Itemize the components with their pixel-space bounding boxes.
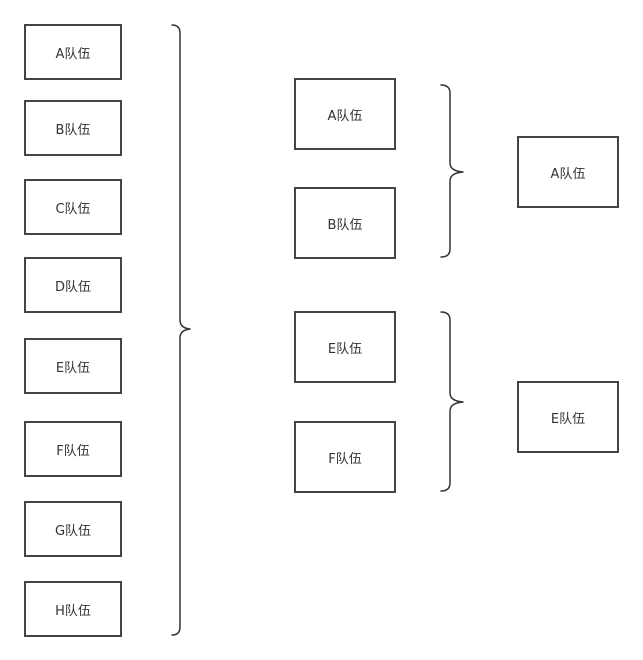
team-label: A队伍 xyxy=(550,166,586,182)
round1-team-box-6: F队伍 xyxy=(24,421,122,477)
team-label: E队伍 xyxy=(327,341,363,357)
round2-lower-brace xyxy=(440,311,464,492)
round2-team-box-4: F队伍 xyxy=(294,421,396,493)
team-label: F队伍 xyxy=(56,443,90,459)
team-label: H队伍 xyxy=(55,603,91,619)
team-label: G队伍 xyxy=(54,523,92,539)
team-label: B队伍 xyxy=(327,217,363,233)
team-label: E队伍 xyxy=(550,411,586,427)
team-label: A队伍 xyxy=(327,108,363,124)
team-label: A队伍 xyxy=(55,46,91,62)
team-label: C队伍 xyxy=(55,201,91,217)
round2-team-box-1: A队伍 xyxy=(294,78,396,150)
round3-team-box-1: A队伍 xyxy=(517,136,619,208)
team-label: F队伍 xyxy=(328,451,362,467)
round1-team-box-7: G队伍 xyxy=(24,501,122,557)
round1-team-box-8: H队伍 xyxy=(24,581,122,637)
team-label: D队伍 xyxy=(54,279,91,295)
round1-team-box-2: B队伍 xyxy=(24,100,122,156)
round2-upper-brace xyxy=(440,84,464,258)
round1-team-box-5: E队伍 xyxy=(24,338,122,394)
round1-team-box-1: A队伍 xyxy=(24,24,122,80)
round2-team-box-3: E队伍 xyxy=(294,311,396,383)
round1-brace xyxy=(171,24,191,636)
team-label: B队伍 xyxy=(55,122,91,138)
round2-team-box-2: B队伍 xyxy=(294,187,396,259)
round3-team-box-2: E队伍 xyxy=(517,381,619,453)
team-label: E队伍 xyxy=(55,360,91,376)
round1-team-box-4: D队伍 xyxy=(24,257,122,313)
round1-team-box-3: C队伍 xyxy=(24,179,122,235)
